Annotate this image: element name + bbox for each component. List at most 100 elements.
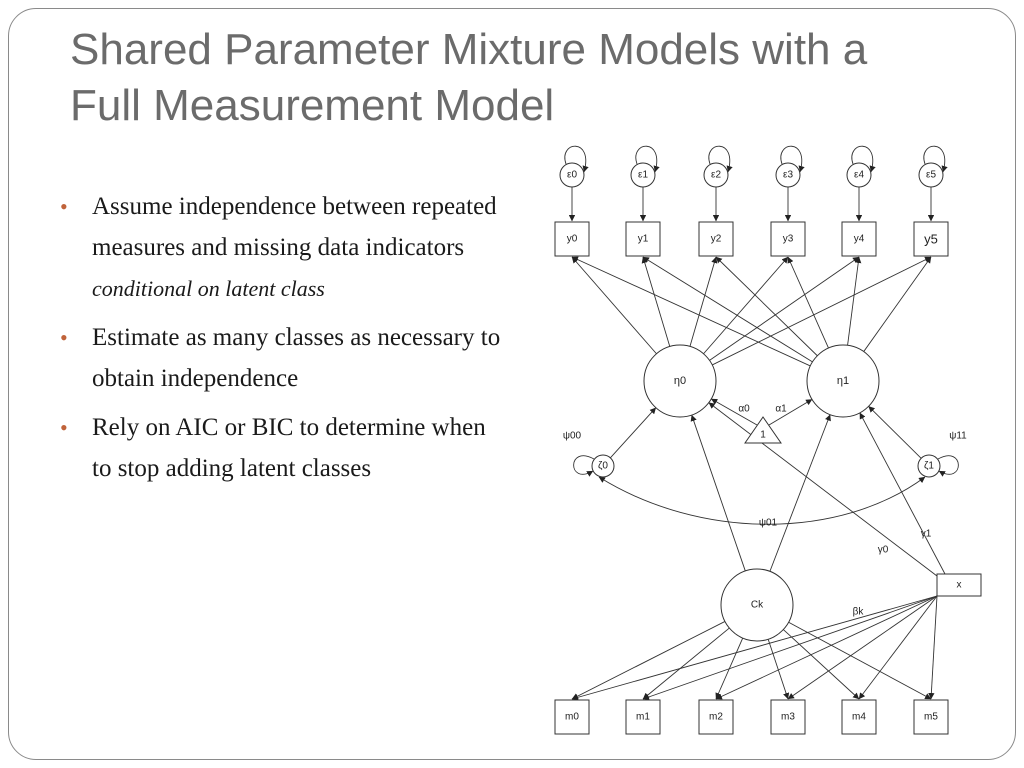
error-node	[630, 162, 656, 188]
indicator-label: m5	[924, 712, 938, 723]
latent-label: η0	[674, 375, 686, 387]
disturbance-node	[591, 454, 615, 478]
class-node	[720, 568, 794, 642]
beta-path	[642, 595, 938, 700]
loading-path	[847, 256, 862, 346]
error-variance-loop	[923, 145, 948, 173]
error-label: ε4	[854, 170, 864, 181]
loading-path	[787, 256, 829, 349]
class-to-latent-path	[690, 414, 746, 572]
class-to-indicator-path	[642, 627, 730, 700]
indicator-box	[841, 699, 877, 735]
loading-path	[689, 256, 718, 347]
error-node	[846, 162, 872, 188]
latent-label: η1	[837, 375, 849, 387]
bullet-dot-icon: •	[60, 415, 68, 440]
bullet-item: • Estimate as many classes as necessary …	[60, 317, 510, 399]
indicator-box	[698, 699, 734, 735]
slide-title: Shared Parameter Mixture Models with a F…	[70, 22, 970, 134]
error-variance-loop	[564, 145, 589, 173]
bullet-dot-icon: •	[60, 194, 68, 219]
error-label: ε0	[567, 170, 577, 181]
observed-label: y4	[854, 234, 865, 245]
observed-box	[554, 221, 590, 257]
bullet-italic-text: conditional on latent class	[92, 276, 325, 301]
indicator-label: m3	[781, 712, 795, 723]
loading-path	[712, 256, 932, 366]
disturbance-label: ζ0	[598, 461, 608, 472]
covariate-label: x	[957, 580, 962, 591]
class-label: Ck	[751, 600, 764, 611]
alpha1-label: α1	[775, 404, 787, 415]
loading-path	[642, 256, 813, 363]
psi00-loop	[573, 455, 595, 477]
covariate-box	[936, 573, 982, 597]
alpha1-path	[768, 399, 813, 426]
loading-path	[571, 256, 811, 367]
beta-path	[928, 595, 938, 700]
indicator-box	[625, 699, 661, 735]
error-node	[775, 162, 801, 188]
bullet-item: • Assume independence between repeated m…	[60, 186, 510, 309]
constant-label: 1	[760, 430, 766, 441]
psi01-covariance	[598, 476, 926, 525]
latent-node	[643, 344, 717, 418]
observed-box	[913, 221, 949, 257]
alpha0-label: α0	[738, 404, 750, 415]
error-node	[918, 162, 944, 188]
class-to-indicator-path	[783, 629, 860, 700]
gamma0-path	[708, 402, 938, 577]
gamma1-label: γ1	[921, 529, 932, 540]
error-label: ε3	[783, 170, 793, 181]
beta-path	[787, 595, 938, 700]
indicator-box	[554, 699, 590, 735]
disturbance-node	[917, 454, 941, 478]
bullet-text: Assume independence between repeated mea…	[92, 193, 497, 261]
beta-path	[858, 595, 938, 700]
indicator-label: m0	[565, 712, 579, 723]
class-to-indicator-path	[767, 639, 790, 700]
observed-box	[698, 221, 734, 257]
indicator-label: m1	[636, 712, 650, 723]
bullet-list: • Assume independence between repeated m…	[60, 186, 510, 497]
latent-node	[806, 344, 880, 418]
constant-triangle	[744, 416, 782, 444]
error-node	[559, 162, 585, 188]
class-to-indicator-path	[715, 637, 744, 700]
psi01-label: ψ01	[759, 518, 778, 529]
indicator-box	[770, 699, 806, 735]
observed-box	[841, 221, 877, 257]
observed-label: y5	[924, 232, 938, 247]
gamma1-path	[859, 412, 946, 575]
beta-label: βk	[853, 607, 865, 618]
bullet-text: Estimate as many classes as necessary to…	[92, 324, 501, 392]
loading-path	[709, 256, 860, 361]
bullet-item: • Rely on AIC or BIC to determine when t…	[60, 407, 510, 489]
loading-path	[571, 256, 657, 355]
error-variance-loop	[780, 145, 805, 173]
class-to-latent-path	[769, 414, 831, 572]
gamma0-label: γ0	[878, 545, 889, 556]
disturbance-path	[868, 405, 922, 459]
beta-path	[715, 595, 938, 700]
loading-path	[703, 256, 789, 355]
indicator-label: m4	[852, 712, 866, 723]
class-to-indicator-path	[788, 621, 932, 700]
error-label: ε5	[926, 170, 936, 181]
observed-box	[770, 221, 806, 257]
bullet-text: Rely on AIC or BIC to determine when to …	[92, 414, 486, 482]
error-node	[703, 162, 729, 188]
bullet-dot-icon: •	[60, 325, 68, 350]
error-variance-loop	[851, 145, 876, 173]
title-line-2: Full Measurement Model	[70, 81, 555, 130]
indicator-label: m2	[709, 712, 723, 723]
observed-label: y0	[567, 234, 578, 245]
indicator-box	[913, 699, 949, 735]
class-to-indicator-path	[571, 621, 726, 700]
loading-path	[715, 256, 818, 357]
observed-label: y1	[638, 234, 649, 245]
error-variance-loop	[635, 145, 660, 173]
observed-box	[625, 221, 661, 257]
alpha0-path	[710, 398, 758, 426]
